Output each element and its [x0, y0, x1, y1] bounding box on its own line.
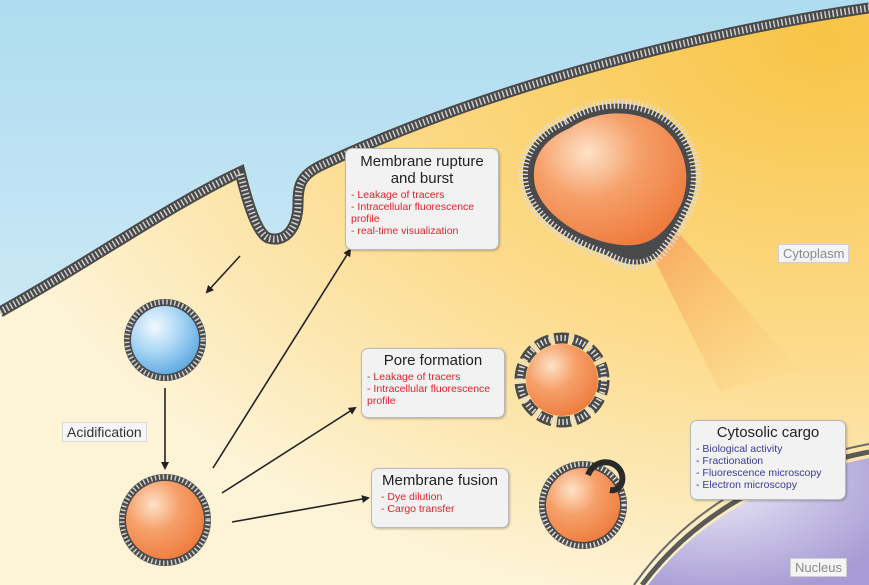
pore-readouts: Leakage of tracers Intracellular fluores…: [367, 371, 499, 407]
pore-readout-2: Intracellular fluorescence profile: [367, 383, 499, 407]
fusion-box: Membrane fusion Dye dilution Cargo trans…: [371, 468, 509, 528]
fusion-readout-2: Cargo transfer: [381, 503, 503, 515]
endocytic-vesicle: [124, 299, 206, 381]
rupture-title: Membrane rupture and burst: [351, 153, 493, 187]
rupture-readout-3: real-time visualization: [351, 225, 493, 237]
cargo-readout-4: Electron microscopy: [696, 479, 840, 491]
cargo-box: Cytosolic cargo Biological activity Frac…: [690, 420, 846, 500]
rupture-readout-2: Intracellular fluorescence profile: [351, 201, 493, 225]
pore-box: Pore formation Leakage of tracers Intrac…: [361, 348, 505, 418]
pore-title: Pore formation: [367, 352, 499, 369]
nucleus-label: Nucleus: [790, 558, 847, 577]
cargo-readouts: Biological activity Fractionation Fluore…: [696, 443, 840, 491]
cargo-readout-3: Fluorescence microscopy: [696, 467, 840, 479]
rupture-box: Membrane rupture and burst Leakage of tr…: [345, 148, 499, 250]
cargo-readout-2: Fractionation: [696, 455, 840, 467]
fusing-vesicle: [539, 461, 627, 549]
cargo-title: Cytosolic cargo: [696, 424, 840, 441]
fusion-readouts: Dye dilution Cargo transfer: [377, 491, 503, 515]
cytoplasm-label: Cytoplasm: [778, 244, 849, 263]
fusion-title: Membrane fusion: [377, 472, 503, 489]
rupture-readouts: Leakage of tracers Intracellular fluores…: [351, 189, 493, 237]
pore-readout-1: Leakage of tracers: [367, 371, 499, 383]
rupture-readout-1: Leakage of tracers: [351, 189, 493, 201]
fusion-readout-1: Dye dilution: [381, 491, 503, 503]
cargo-readout-1: Biological activity: [696, 443, 840, 455]
porous-vesicle: [520, 338, 604, 422]
acidified-vesicle: [119, 474, 211, 566]
acidification-label: Acidification: [62, 422, 147, 442]
